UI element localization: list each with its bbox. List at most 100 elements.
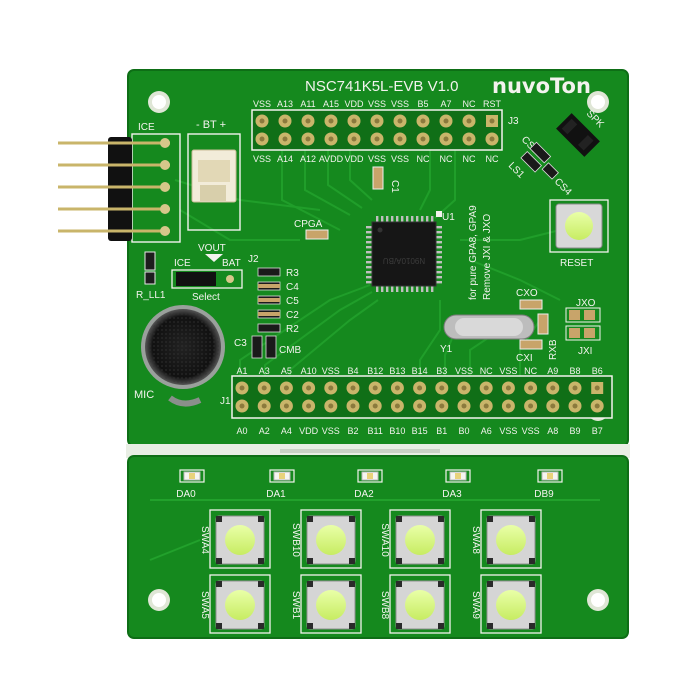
- j1-top-label: NC: [524, 366, 537, 376]
- j3-bottom-label: AVDD: [319, 154, 344, 164]
- c3-label: C3: [234, 338, 247, 349]
- power-select-jumper[interactable]: VOUT ICE BAT J2 Select: [171, 243, 259, 303]
- j3-bottom-label: NC: [463, 154, 476, 164]
- rxb-label: RXB: [548, 339, 559, 360]
- switch-swa8[interactable]: SWA8: [470, 509, 542, 569]
- led-db9: DB9: [534, 469, 563, 500]
- mic-label: MIC: [134, 389, 154, 401]
- j3-label: J3: [508, 116, 519, 127]
- j3-bottom-label: NC: [417, 154, 430, 164]
- j1-top-label: NC: [480, 366, 493, 376]
- y1-label: Y1: [440, 344, 453, 355]
- j3-top-label: RST: [483, 99, 502, 109]
- switch-label: SWA5: [199, 591, 210, 619]
- j1-top-label: VSS: [322, 366, 340, 376]
- cxi-label: CXI: [516, 353, 533, 364]
- j3-top-label: A7: [440, 99, 451, 109]
- bt-label: - BT +: [196, 119, 226, 131]
- switch-swb8[interactable]: SWB8: [379, 574, 451, 634]
- j1-bottom-label: A0: [236, 426, 247, 436]
- j1-bottom-label: VSS: [522, 426, 540, 436]
- c4-label: C4: [286, 282, 299, 293]
- jxo-label: JXO: [576, 298, 596, 309]
- c5-label: C5: [286, 296, 299, 307]
- reset-label: RESET: [560, 258, 593, 269]
- crystal-y1: Y1 CXO CXI RXB: [440, 288, 559, 364]
- switch-label: SWB10: [290, 523, 301, 557]
- chip-marking: N9010A/BU: [383, 256, 425, 265]
- board-title: NSC741K5L-EVB V1.0: [305, 78, 458, 95]
- j3-top-label: VSS: [391, 99, 409, 109]
- switch-label: SWA4: [199, 526, 210, 554]
- battery-connector[interactable]: - BT +: [187, 119, 241, 231]
- j1-label: J1: [220, 396, 231, 407]
- mcu-chip: N9010A/BU U1: [366, 211, 455, 292]
- j2-label: J2: [248, 254, 259, 265]
- jxo-jxi-jumpers[interactable]: JXO JXI: [565, 298, 601, 357]
- switch-swa9[interactable]: SWA9: [470, 574, 542, 634]
- cmb-label: CMB: [279, 345, 302, 356]
- switch-swa5[interactable]: SWA5: [199, 574, 271, 634]
- passive-components: R3 C4 C5 C2 R2 C3 CMB CPGA C1: [234, 166, 400, 359]
- j3-bottom-label: A12: [300, 154, 316, 164]
- j1-bottom-label: B10: [389, 426, 405, 436]
- led-label: DA1: [266, 489, 286, 500]
- j3-bottom-label: VSS: [368, 154, 386, 164]
- j1-top-label: B6: [592, 366, 603, 376]
- led-da3: DA3: [442, 469, 471, 500]
- led-da2: DA2: [354, 469, 383, 500]
- j3-bottom-label: NC: [486, 154, 499, 164]
- j1-bottom-label: B11: [368, 426, 383, 436]
- note-line1: for pure GPA8, GPA9: [468, 205, 479, 300]
- switch-swb10[interactable]: SWB10: [290, 509, 362, 569]
- j3-bottom-label: VSS: [391, 154, 409, 164]
- select-label: Select: [192, 292, 220, 303]
- j3-top-label: NC: [463, 99, 476, 109]
- j1-top-label: A9: [547, 366, 558, 376]
- j3-top-label: A13: [277, 99, 293, 109]
- j1-top-label: VSS: [455, 366, 473, 376]
- led-row: DA0 DA1 DA2 DA3 DB9: [176, 469, 563, 500]
- switch-swb1[interactable]: SWB1: [290, 574, 362, 634]
- j1-bottom-label: B0: [458, 426, 469, 436]
- j1-top-label: B13: [389, 366, 405, 376]
- j3-top-label: VSS: [253, 99, 271, 109]
- c2-label: C2: [286, 310, 299, 321]
- switch-label: SWA8: [470, 526, 481, 554]
- j1-top-label: B12: [367, 366, 383, 376]
- led-label: DA0: [176, 489, 196, 500]
- j3-top-label: A15: [323, 99, 339, 109]
- j3-bottom-label: NC: [440, 154, 453, 164]
- j3-top-label: A11: [300, 99, 315, 109]
- j3-top-label: VDD: [344, 99, 364, 109]
- r2-label: R2: [286, 324, 299, 335]
- microphone: MIC: [134, 305, 225, 407]
- reset-button[interactable]: RESET: [549, 199, 609, 269]
- j3-bottom-label: A14: [277, 154, 293, 164]
- ice-pin-header[interactable]: ICE: [58, 122, 181, 243]
- switch-label: SWB1: [290, 591, 301, 620]
- ice-label: ICE: [138, 122, 155, 133]
- led-label: DA2: [354, 489, 374, 500]
- switch-swa10[interactable]: SWA10: [379, 509, 451, 569]
- note-line2: Remove JXI & JXO: [482, 214, 493, 300]
- j1-bottom-label: A2: [259, 426, 270, 436]
- cpga-label: CPGA: [294, 219, 323, 230]
- arrow-down-icon: [205, 254, 223, 262]
- rll1-label: R_LL1: [136, 290, 166, 301]
- j1-top-label: A3: [259, 366, 270, 376]
- j1-bottom-label: B2: [347, 426, 358, 436]
- switch-label: SWB8: [379, 591, 390, 620]
- switch-swa4[interactable]: SWA4: [199, 509, 271, 569]
- j3-top-label: B5: [417, 99, 428, 109]
- cxo-label: CXO: [516, 288, 538, 299]
- j1-bottom-label: A6: [481, 426, 492, 436]
- jxi-label: JXI: [578, 346, 592, 357]
- j1-bottom-label: B9: [569, 426, 580, 436]
- ice2-label: ICE: [174, 258, 191, 269]
